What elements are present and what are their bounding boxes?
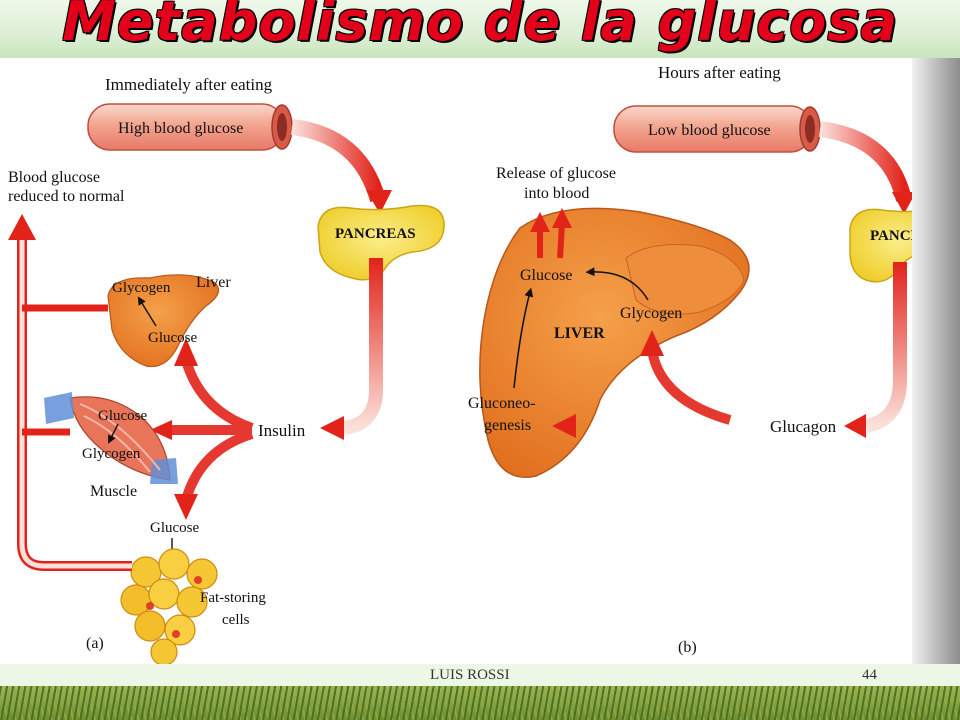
gluconeo-label-line2: genesis [484,417,531,434]
arrow-glucose-to-glycogen-liver [137,296,157,327]
muscle-glycogen-label: Glycogen [82,446,141,462]
muscle-glucose-label: Glucose [98,408,147,424]
arrowhead-to-fat [174,494,198,520]
arrowhead-to-insulin [320,416,344,440]
glucagon-label: Glucagon [770,417,837,436]
fat-label-line1: Fat-storing [200,590,266,606]
footer-author: LUIS ROSSI [430,667,510,683]
footer-page-number: 44 [862,667,877,683]
arrow-glucose-to-glycogen-muscle [108,423,119,444]
arrowhead-to-pancreas-b [892,192,916,214]
arrowhead-to-muscle [150,420,172,440]
liver-glucose-label: Glucose [148,330,197,346]
pancreas-organ-a [317,204,445,281]
arrowhead-to-glycogen [640,330,664,356]
panel-b-header: Hours after eating [658,63,781,82]
arrowhead-to-liver-a [174,338,198,366]
gluconeo-label-line1: Gluconeo- [468,395,536,412]
vessel-label-low: Low blood glucose [648,122,771,139]
liver-glycogen-label: Glycogen [112,280,171,296]
return-bracket [17,230,132,571]
liver-lobe-b [625,244,745,315]
fat-glucose-label: Glucose [150,520,199,536]
insulin-branch-arrows [170,358,254,502]
insulin-label: Insulin [258,421,306,440]
slide-title: Metabolismo de la glucosa [62,0,898,53]
arrowhead-to-normal [8,214,36,240]
arrowhead-to-pancreas-a [366,190,392,214]
blood-vessel-high [87,103,293,151]
book-page-edge [912,58,960,666]
arrow-gluconeogenesis-to-glucose [513,287,534,389]
release-label-line1: Release of glucose [496,165,616,182]
result-label-line1: Blood glucose [8,169,100,186]
arrow-to-pancreas-b [818,121,912,202]
panel-a-header: Immediately after eating [105,75,273,94]
arrowhead-to-gluconeogenesis [552,414,576,438]
vessel-label-high: High blood glucose [118,120,243,137]
panel-a: Immediately after eating High blood gluc… [8,75,445,666]
liver-label-b: LIVER [554,325,605,342]
pancreas-label-a: PANCREAS [335,226,416,242]
arrow-pancreas-to-insulin [342,258,383,435]
arrow-glucagon-to-glycogen [647,349,732,425]
arrow-pancreas-to-glucagon [864,262,907,433]
fat-cells [120,548,218,666]
result-label-line2: reduced to normal [8,188,125,205]
blood-vessel-low [613,105,821,153]
panel-a-label: (a) [86,635,104,652]
arrowhead-to-glucagon [844,414,866,438]
liver-label-a: Liver [196,274,231,291]
arrow-glycogen-to-glucose [585,267,649,301]
grass-decoration [0,686,960,720]
release-label-line2: into blood [524,185,589,202]
muscle-label: Muscle [90,483,137,500]
muscle-organ [44,392,178,484]
panel-b-label: (b) [678,639,697,656]
fat-label-line2: cells [222,612,250,628]
glucose-metabolism-figure: Immediately after eating High blood gluc… [8,63,951,666]
title-bar [0,0,960,58]
footer-bar [0,664,960,688]
liver-glycogen-label-b: Glycogen [620,305,682,322]
panel-b: Hours after eating Low blood glucose PAN… [468,63,951,656]
liver-glucose-label-b: Glucose [520,267,572,284]
arrow-to-pancreas-a [290,119,386,203]
release-arrows [530,208,572,259]
liver-organ-a [107,274,220,368]
